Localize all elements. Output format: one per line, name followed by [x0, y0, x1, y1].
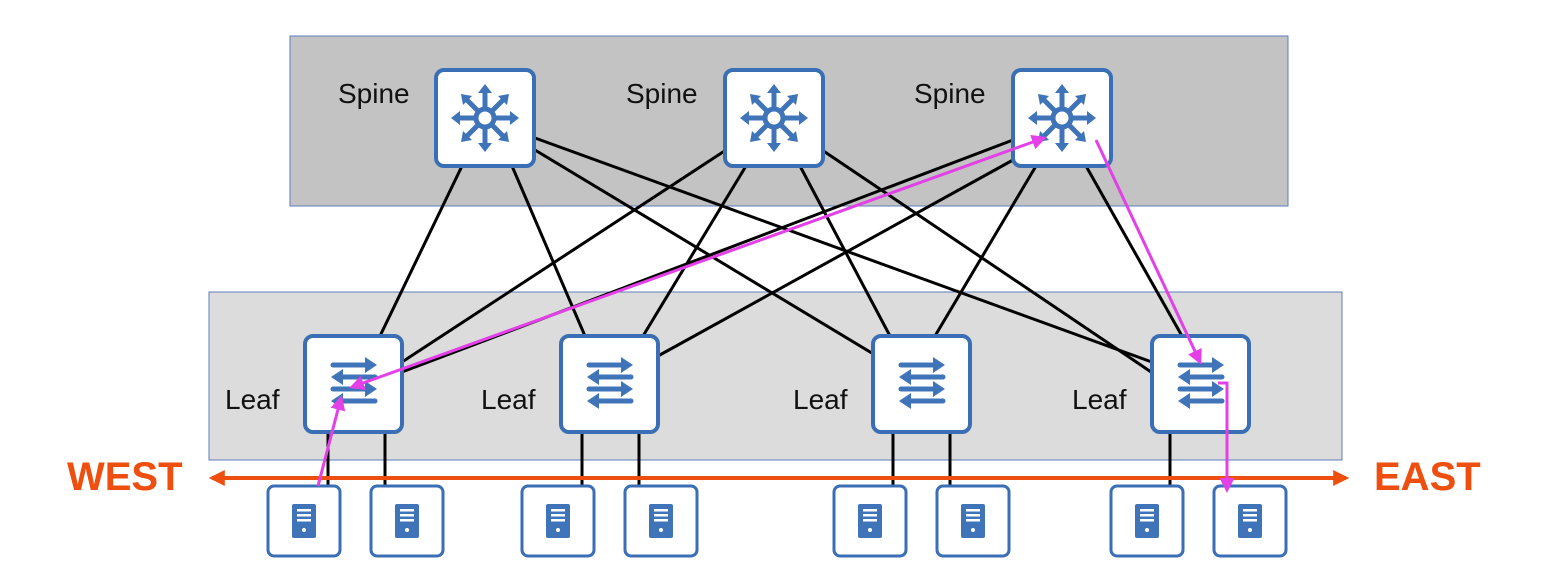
server[interactable]	[832, 484, 908, 558]
leaf-label: Leaf	[225, 384, 280, 415]
server[interactable]	[369, 484, 445, 558]
server-icon	[1135, 504, 1159, 538]
server[interactable]	[266, 484, 342, 558]
spine-label: Spine	[338, 78, 410, 109]
path-segment-leaf-to-spine	[349, 135, 1047, 390]
spine-switch[interactable]	[434, 68, 536, 168]
leaf-label: Leaf	[1072, 384, 1127, 415]
path-segment-spine-to-leaf	[1094, 139, 1202, 365]
server-icon	[961, 504, 985, 538]
server[interactable]	[623, 484, 699, 558]
east-label: EAST	[1374, 455, 1481, 499]
server-icon	[649, 504, 673, 538]
leaf-switch[interactable]	[1150, 334, 1251, 434]
path-segment-server-to-leaf	[316, 395, 346, 487]
leaf-switch[interactable]	[871, 334, 972, 434]
leaf-switch[interactable]	[559, 334, 660, 434]
server-icon	[395, 504, 419, 538]
link-s3-l4	[1084, 165, 1184, 337]
server-icon	[1238, 504, 1262, 538]
server-icon	[546, 504, 570, 538]
server[interactable]	[935, 484, 1011, 558]
traffic-path	[316, 135, 1235, 493]
spine-label: Spine	[914, 78, 986, 109]
spine-switch[interactable]	[1011, 68, 1113, 168]
leaf-label: Leaf	[481, 384, 536, 415]
path-segment-leaf-to-server	[1218, 381, 1235, 493]
spine-switch[interactable]	[723, 68, 825, 168]
east-west-axis: WEST EAST	[67, 455, 1481, 499]
server[interactable]	[1212, 484, 1288, 558]
server-icon	[292, 504, 316, 538]
server[interactable]	[520, 484, 596, 558]
leaf-switch[interactable]	[303, 334, 404, 434]
leaf-label: Leaf	[793, 384, 848, 415]
spine-label: Spine	[626, 78, 698, 109]
west-label: WEST	[67, 455, 183, 499]
server-icon	[858, 504, 882, 538]
server[interactable]	[1109, 484, 1185, 558]
